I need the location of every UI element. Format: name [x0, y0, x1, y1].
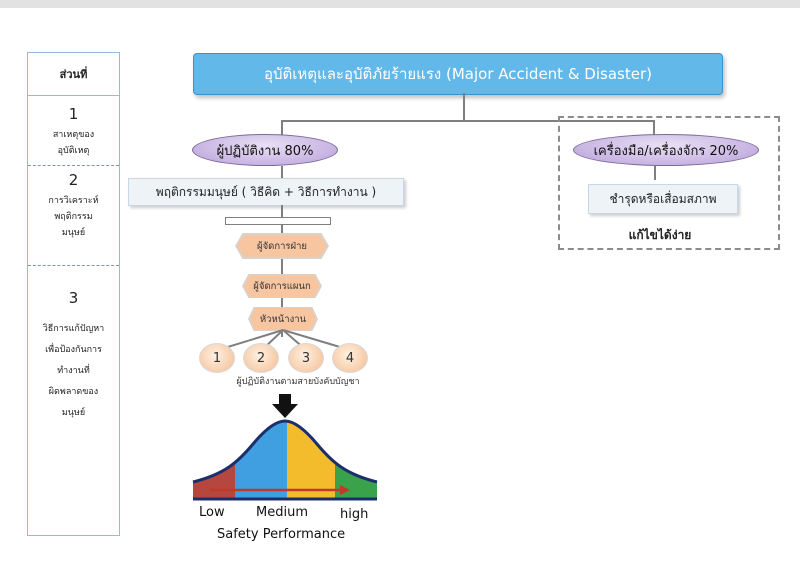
section-3-text: วิธีการแก้ปัญหา เพื่อป้องกันการ ทำงานที่… [42, 324, 105, 418]
section-2-text: การวิเคราะห์ พฤติกรรม มนุษย์ [48, 196, 99, 238]
section-1-text: สาเหตุของ อุบัติเหตุ [52, 130, 95, 156]
machine-dashed-frame [558, 116, 780, 250]
connector-line [281, 120, 655, 122]
worker-circle-4: 4 [332, 343, 368, 373]
section-manager-box: ผู้จัดการแผนก [244, 275, 320, 297]
connector-line [281, 120, 283, 136]
section-divider [28, 265, 119, 266]
medium-label: Medium [256, 505, 308, 520]
safety-bell-curve [192, 419, 378, 501]
fix-label: แก้ไขได้ง่าย [628, 228, 692, 242]
section-1-number: 1 [68, 105, 79, 123]
section-3: 3 วิธีการแก้ปัญหา เพื่อป้องกันการ ทำงานท… [28, 289, 119, 424]
connector-line [281, 166, 283, 178]
operator-ellipse: ผู้ปฏิบัติงาน 80% [192, 134, 338, 166]
top-bar [0, 0, 800, 8]
workers-caption: ผู้ปฏิบัติงานตามสายบังคับบัญชา [236, 377, 360, 387]
section-2: 2 การวิเคราะห์ พฤติกรรม มนุษย์ [28, 171, 119, 241]
section-2-number: 2 [68, 171, 79, 189]
machine-ellipse: เครื่องมือ/เครื่องจักร 20% [573, 134, 759, 166]
down-arrow-icon [272, 394, 298, 418]
worker-circle-1: 1 [199, 343, 235, 373]
damage-box: ชำรุดหรือเสื่อมสภาพ [588, 184, 738, 214]
section-1: 1 สาเหตุของ อุบัติเหตุ [28, 105, 119, 159]
connector-line [653, 120, 655, 136]
low-label: Low [199, 505, 225, 520]
connector-line [463, 93, 465, 121]
platform-shape [225, 217, 331, 225]
left-panel: ส่วนที่ 1 สาเหตุของ อุบัติเหตุ 2 การวิเค… [27, 52, 120, 536]
curve-outline [192, 419, 378, 484]
behavior-box: พฤติกรรมมนุษย์ ( วิธีคิด + วิธีการทำงาน … [128, 178, 404, 206]
high-label: high [340, 507, 369, 522]
worker-circle-2: 2 [243, 343, 279, 373]
connector-line [654, 166, 656, 180]
performance-caption: Safety Performance [217, 527, 346, 542]
supervisor-box: หัวหน้างาน [250, 308, 316, 330]
section-divider [28, 165, 119, 166]
section-3-number: 3 [68, 289, 79, 307]
worker-circle-3: 3 [288, 343, 324, 373]
dept-manager-box: ผู้จัดการฝ่าย [237, 235, 327, 257]
connector-line [281, 205, 283, 217]
arrow-head-icon [340, 485, 350, 495]
main-title-banner: อุบัติเหตุและอุบัติภัยร้ายแรง (Major Acc… [193, 53, 723, 95]
panel-header: ส่วนที่ [28, 53, 119, 96]
